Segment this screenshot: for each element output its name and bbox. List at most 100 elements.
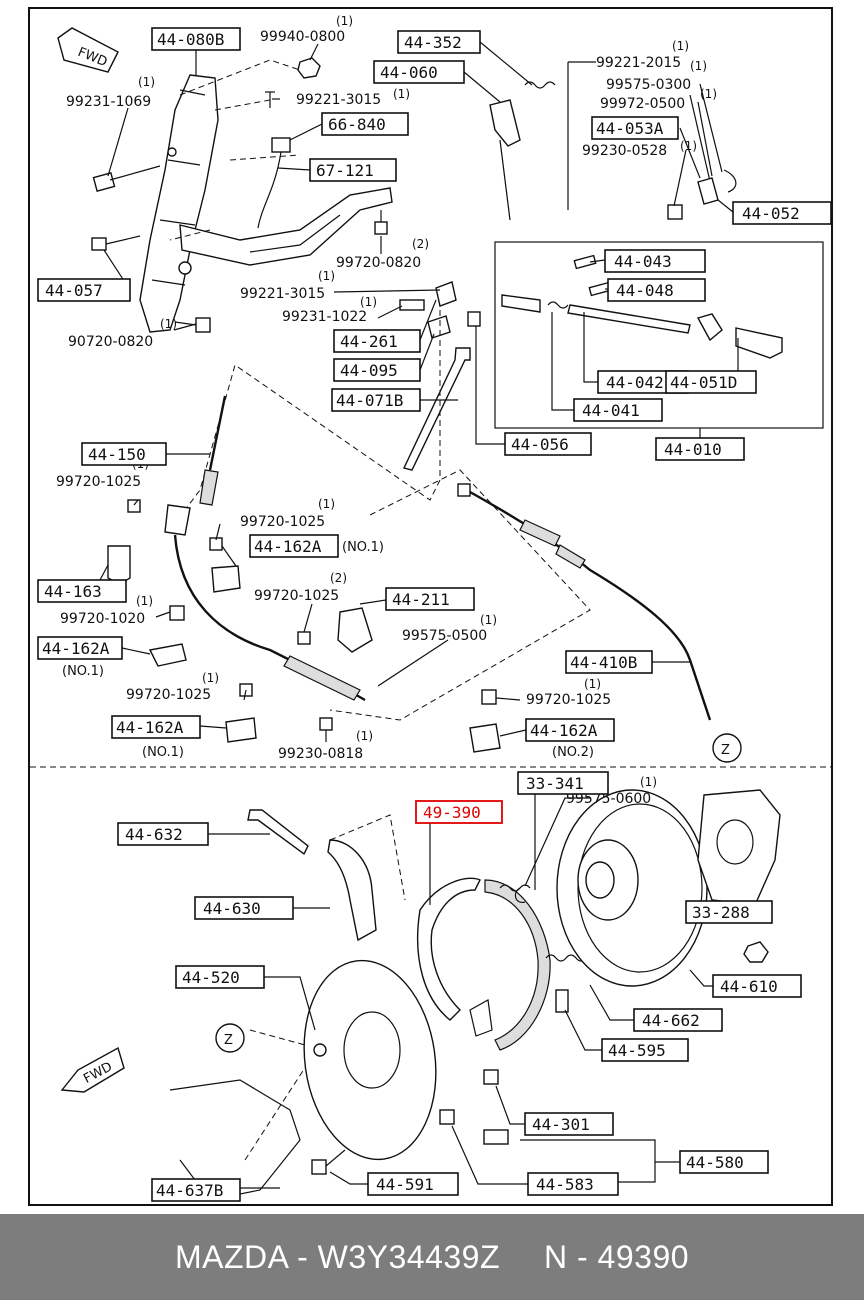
pn-99720-1025-c: 99720-1025 — [254, 588, 339, 604]
label-44-520[interactable]: 44-520 — [175, 965, 265, 989]
svg-text:44-583: 44-583 — [536, 1175, 594, 1194]
svg-text:(1): (1) — [318, 497, 335, 511]
label-44-301[interactable]: 44-301 — [524, 1112, 614, 1136]
label-44-048[interactable]: 44-048 — [607, 278, 706, 302]
label-44-595[interactable]: 44-595 — [601, 1038, 689, 1062]
svg-text:44-057: 44-057 — [45, 281, 103, 300]
pn-99231-1069: 99231-1069 — [66, 94, 151, 110]
label-44-632[interactable]: 44-632 — [117, 822, 209, 846]
pn-99230-0528: 99230-0528 — [582, 143, 667, 159]
label-44-583[interactable]: 44-583 — [527, 1172, 619, 1196]
label-44-162A-no1-b[interactable]: 44-162A — [37, 636, 123, 660]
clip-99575-0600 — [514, 887, 526, 904]
label-33-288[interactable]: 33-288 — [685, 900, 773, 924]
brake-shoes-49-390 — [417, 877, 551, 1051]
bolt-44-591 — [311, 1149, 346, 1175]
backing-plate-44-520 — [303, 959, 437, 1161]
adjuster-44-595 — [555, 989, 569, 1013]
label-44-080B[interactable]: 44-080B — [151, 27, 241, 51]
bolt-99230-0818 — [319, 717, 333, 731]
label-44-095[interactable]: 44-095 — [333, 358, 421, 382]
svg-text:44-162A: 44-162A — [42, 639, 110, 658]
bolt-90720-0820 — [174, 317, 211, 333]
pn-99720-1025-e: 99720-1025 — [526, 692, 611, 708]
fwd-arrow-bottom: FWD — [60, 1046, 125, 1093]
label-44-211[interactable]: 44-211 — [385, 587, 475, 611]
pn-99720-1020: 99720-1020 — [60, 611, 145, 627]
pn-90720-0820: 90720-0820 — [68, 334, 153, 350]
svg-text:67-121: 67-121 — [316, 161, 374, 180]
clip-44-162A-no2 — [469, 689, 501, 753]
pedal-arm — [179, 187, 393, 266]
svg-text:(1): (1) — [640, 775, 657, 789]
label-44-610[interactable]: 44-610 — [712, 974, 802, 998]
label-44-352[interactable]: 44-352 — [397, 30, 481, 54]
guide-lines-top — [169, 59, 591, 721]
label-44-410B[interactable]: 44-410B — [565, 650, 653, 674]
label-44-051D[interactable]: 44-051D — [665, 370, 757, 394]
bracket-44-211 — [297, 607, 373, 653]
svg-text:44-162A: 44-162A — [116, 718, 184, 737]
pin-44-095 — [427, 315, 451, 339]
svg-text:44-352: 44-352 — [404, 33, 462, 52]
fwd-arrow-top: FWD — [57, 27, 119, 73]
label-44-162A-no1-c[interactable]: 44-162A — [111, 715, 201, 739]
label-44-041[interactable]: 44-041 — [573, 398, 663, 422]
label-44-162A-no2[interactable]: 44-162A — [525, 718, 615, 742]
diagram-frame — [28, 7, 833, 1206]
spring-44-352 — [524, 81, 556, 89]
label-44-591[interactable]: 44-591 — [367, 1172, 459, 1196]
label-44-043[interactable]: 44-043 — [604, 249, 706, 273]
bracket-44-163 — [107, 545, 131, 585]
pn-99230-0818: 99230-0818 — [278, 746, 363, 762]
svg-text:(NO.2): (NO.2) — [552, 745, 594, 760]
svg-text:(NO.1): (NO.1) — [342, 540, 384, 555]
svg-text:44-042: 44-042 — [606, 373, 664, 392]
label-44-071B[interactable]: 44-071B — [331, 388, 421, 412]
pn-99221-2015: 99221-2015 — [596, 55, 681, 71]
bolt-99720-0820 — [374, 210, 388, 235]
svg-text:49-390: 49-390 — [423, 803, 481, 822]
label-44-010[interactable]: 44-010 — [655, 437, 745, 461]
label-44-630[interactable]: 44-630 — [194, 896, 294, 920]
label-49-390-highlighted[interactable]: 49-390 — [415, 800, 503, 824]
pn-99972-0500: 99972-0500 — [600, 96, 685, 112]
svg-text:Z: Z — [721, 743, 730, 758]
pn-99221-3015-b: 99221-3015 — [240, 286, 325, 302]
svg-text:33-341: 33-341 — [526, 774, 584, 793]
svg-text:44-662: 44-662 — [642, 1011, 700, 1030]
svg-text:Z: Z — [224, 1033, 233, 1048]
bolt-44-301 — [483, 1069, 499, 1085]
bolt-99231-1069 — [92, 165, 161, 192]
svg-text:(1): (1) — [360, 295, 377, 309]
svg-text:44-632: 44-632 — [125, 825, 183, 844]
svg-text:44-610: 44-610 — [720, 977, 778, 996]
label-33-341[interactable]: 33-341 — [517, 771, 609, 795]
label-44-637B[interactable]: 44-637B — [151, 1178, 241, 1202]
label-44-163[interactable]: 44-163 — [37, 579, 127, 603]
label-44-162A-no1-a[interactable]: 44-162A — [249, 534, 339, 558]
pn-99720-1025-d: 99720-1025 — [126, 687, 211, 703]
label-44-060[interactable]: 44-060 — [373, 60, 465, 84]
label-44-052[interactable]: 44-052 — [732, 201, 832, 225]
equalizer-parts — [467, 254, 783, 359]
label-66-840[interactable]: 66-840 — [321, 112, 409, 136]
svg-text:44-630: 44-630 — [203, 899, 261, 918]
svg-text:44-071B: 44-071B — [336, 391, 403, 410]
label-44-662[interactable]: 44-662 — [633, 1008, 723, 1032]
pn-99575-0600: 99575-0600 — [566, 791, 651, 807]
label-44-053A[interactable]: 44-053A — [591, 116, 679, 140]
label-44-580[interactable]: 44-580 — [679, 1150, 769, 1174]
label-44-150[interactable]: 44-150 — [81, 442, 167, 466]
label-44-057[interactable]: 44-057 — [37, 278, 131, 302]
svg-text:(1): (1) — [680, 139, 697, 153]
clevis-44-261 — [399, 281, 457, 311]
svg-text:44-520: 44-520 — [182, 968, 240, 987]
label-67-121[interactable]: 67-121 — [309, 158, 397, 182]
label-44-056[interactable]: 44-056 — [504, 432, 592, 456]
svg-text:44-211: 44-211 — [392, 590, 450, 609]
label-44-261[interactable]: 44-261 — [333, 329, 421, 353]
svg-text:(2): (2) — [330, 571, 347, 585]
clip-44-162A-c — [225, 683, 257, 743]
svg-text:(1): (1) — [318, 269, 335, 283]
